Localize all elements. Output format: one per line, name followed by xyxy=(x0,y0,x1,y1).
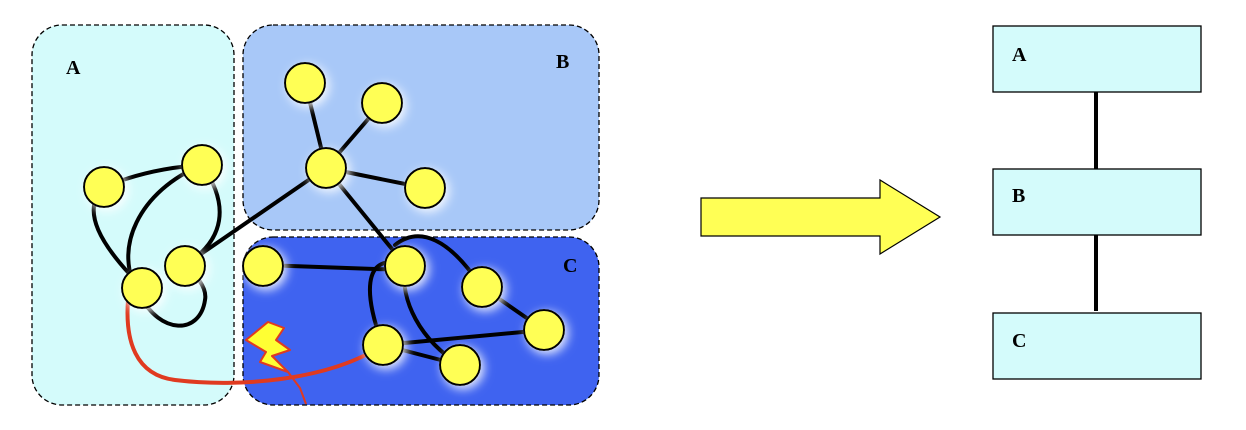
region-a-label: A xyxy=(66,57,81,79)
region-c-label: C xyxy=(563,255,577,277)
edge-c1-c2 xyxy=(261,263,407,272)
right-arrow-icon xyxy=(700,178,942,256)
node-a1 xyxy=(83,166,125,208)
box-a xyxy=(992,25,1202,93)
node-c2 xyxy=(384,245,426,287)
box-a-label: A xyxy=(1012,44,1027,66)
node-c3 xyxy=(461,266,503,308)
region-b-label: B xyxy=(556,51,569,73)
edge-c5-c4 xyxy=(381,328,546,347)
node-b2 xyxy=(361,82,403,124)
node-c6 xyxy=(439,344,481,386)
node-b3 xyxy=(404,167,446,209)
edge-a3-b-hub xyxy=(183,166,328,267)
right-diagram: A B C xyxy=(992,25,1202,380)
lightning-bolt-icon xyxy=(245,321,291,373)
box-c xyxy=(992,312,1202,380)
box-c-label: C xyxy=(1012,330,1026,352)
node-b1 xyxy=(284,62,326,104)
node-a2 xyxy=(181,144,223,186)
box-b xyxy=(992,168,1202,236)
node-c5 xyxy=(362,324,404,366)
node-c4 xyxy=(523,309,565,351)
node-a4 xyxy=(121,267,163,309)
graph-nodes xyxy=(83,62,565,386)
failing-link xyxy=(125,298,385,385)
region-a xyxy=(31,24,235,406)
node-b-hub xyxy=(305,147,347,189)
lightning-bolt-tail xyxy=(287,371,307,405)
box-b-label: B xyxy=(1012,185,1025,207)
node-c1 xyxy=(242,245,284,287)
left-diagram: A B C xyxy=(31,24,600,406)
node-a3 xyxy=(164,245,206,287)
edge-a2-a4-loop xyxy=(126,163,208,328)
